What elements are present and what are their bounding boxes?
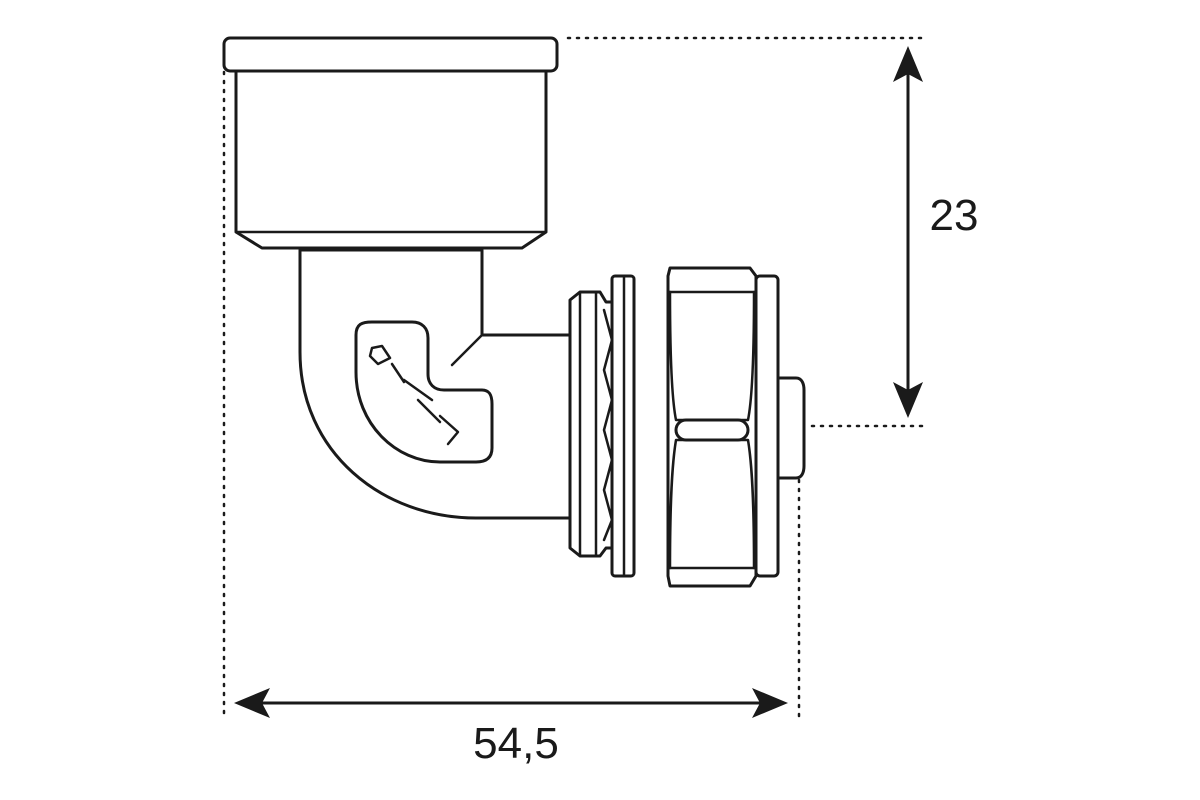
height-dimension-label: 23 <box>930 191 979 240</box>
rear-cap <box>754 274 806 578</box>
threaded-socket <box>222 36 559 250</box>
elbow-body <box>298 248 572 520</box>
socket-cap <box>222 36 559 73</box>
male-thread <box>568 290 614 558</box>
elbow-outline <box>298 248 572 520</box>
socket-body <box>234 69 548 250</box>
logo-line-2 <box>402 378 434 402</box>
thread-groove <box>602 308 614 542</box>
logo-line-3 <box>416 398 442 424</box>
width-arrow-left <box>234 688 270 718</box>
nut-center-band <box>674 418 750 442</box>
hex-nut <box>666 266 758 588</box>
logo-line-4 <box>438 414 460 446</box>
extension-lines <box>222 36 924 718</box>
width-dimension-label: 54,5 <box>473 719 559 768</box>
rear-stub <box>776 376 806 480</box>
height-arrow-top <box>893 46 923 82</box>
elbow-inner-corner <box>450 333 484 367</box>
logo-emboss <box>354 320 494 464</box>
rear-cap-ring <box>754 274 780 578</box>
flange <box>610 274 636 578</box>
width-dimension: 54,5 <box>234 688 788 768</box>
logo-mark <box>368 344 460 446</box>
width-arrow-right <box>752 688 788 718</box>
logo-line-1 <box>390 362 406 384</box>
logo-diamond <box>368 344 392 366</box>
height-arrow-bottom <box>893 382 923 418</box>
height-dimension: 23 <box>893 46 978 418</box>
